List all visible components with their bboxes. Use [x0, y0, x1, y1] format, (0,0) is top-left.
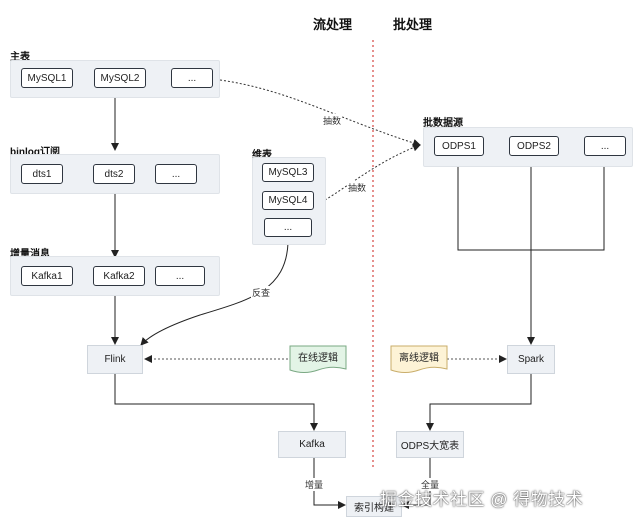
edge-label-extract-1: 抽数: [322, 114, 343, 127]
edge-kafka-to-index: [313, 458, 346, 509]
kafka-node[interactable]: Kafka: [278, 431, 346, 458]
binlog-group: dts1 dts2 ...: [10, 154, 220, 194]
main-more-node[interactable]: ...: [171, 68, 213, 88]
batch-more-node[interactable]: ...: [584, 136, 626, 156]
mysql2-node[interactable]: MySQL2: [94, 68, 146, 88]
odps2-node[interactable]: ODPS2: [509, 136, 559, 156]
index-build-node[interactable]: 索引构建: [346, 496, 402, 517]
stream-section-title: 流处理: [313, 17, 353, 32]
dim-table-label: 维表: [252, 150, 272, 161]
binlog-label: binlog订阅: [10, 147, 60, 158]
kafka1-node[interactable]: Kafka1: [21, 266, 73, 286]
edge-label-extract-2: 抽数: [347, 181, 368, 194]
increment-more-node[interactable]: ...: [155, 266, 205, 286]
dim-more-node[interactable]: ...: [264, 218, 312, 237]
odps-wide-table-node[interactable]: ODPS大宽表: [396, 431, 464, 458]
batch-source-group: ODPS1 ODPS2 ...: [423, 127, 633, 167]
spark-node[interactable]: Spark: [507, 345, 555, 374]
dim-table-group: MySQL3 MySQL4 ...: [252, 157, 326, 245]
binlog-more-node[interactable]: ...: [155, 164, 197, 184]
online-logic-doc[interactable]: [289, 345, 347, 375]
increment-group: Kafka1 Kafka2 ...: [10, 256, 220, 296]
batch-source-label: 批数据源: [423, 118, 463, 129]
edge-label-increment: 增量: [304, 478, 325, 491]
kafka2-node[interactable]: Kafka2: [93, 266, 145, 286]
mysql3-node[interactable]: MySQL3: [262, 163, 314, 182]
site-watermark: 掘金技术社区 @ 得物技术: [380, 490, 584, 509]
edge-dim-to-flink: [140, 242, 289, 346]
batch-section-title: 批处理: [393, 17, 433, 32]
main-table-label: 主表: [10, 52, 30, 63]
edge-dim-to-batch: [324, 143, 421, 201]
increment-label: 增量消息: [10, 249, 50, 260]
edge-flink-to-kafka: [114, 374, 318, 431]
online-logic-label: 在线逻辑: [298, 353, 338, 364]
flink-node[interactable]: Flink: [87, 345, 143, 374]
mysql1-node[interactable]: MySQL1: [21, 68, 73, 88]
dts2-node[interactable]: dts2: [93, 164, 135, 184]
edge-label-lookup: 反查: [251, 286, 272, 299]
edge-odps-wide-to-index: [401, 458, 431, 509]
offline-logic-doc[interactable]: [390, 345, 448, 375]
offline-logic-label: 离线逻辑: [399, 353, 439, 364]
edge-spark-to-odps-wide: [426, 374, 532, 431]
edge-main-to-batch: [219, 79, 421, 147]
main-table-group: MySQL1 MySQL2 ...: [10, 60, 220, 98]
edge-label-full: 全量: [420, 478, 441, 491]
odps1-node[interactable]: ODPS1: [434, 136, 484, 156]
dts1-node[interactable]: dts1: [21, 164, 63, 184]
mysql4-node[interactable]: MySQL4: [262, 191, 314, 210]
